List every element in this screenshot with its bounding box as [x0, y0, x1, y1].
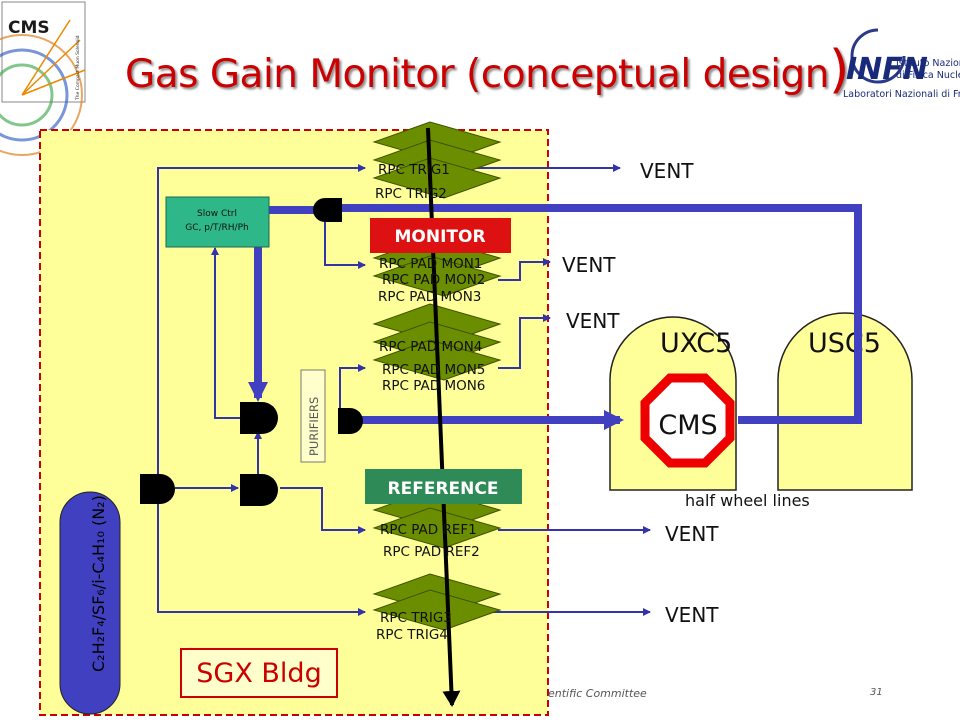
thin-gas-lines [157, 164, 651, 616]
chamber-label-trig1: RPC TRIG1 [378, 162, 450, 178]
chamber-label-mon2: RPC PAD MON2 [382, 272, 485, 288]
cms-logo: CMS The Compact Muon Solenoid [0, 1, 86, 156]
infn-logo-text: INFN [846, 52, 928, 87]
vent-label-trig-top: VENT [640, 159, 694, 183]
chamber-label-trig4: RPC TRIG4 [376, 627, 448, 643]
page-number: 31 [870, 687, 883, 698]
cms-logo-text: CMS [8, 18, 50, 38]
splitter-valve-monitor [313, 198, 342, 222]
infn-logo-line2: di Fisica Nucleare [896, 70, 960, 81]
reference-tag [365, 469, 522, 504]
chamber-label-ref2: RPC PAD REF2 [383, 544, 480, 560]
infn-logo-line1: Istituto Nazionale [896, 58, 960, 69]
chamber-label-mon5: RPC PAD MON5 [382, 362, 485, 378]
gas-mixture-label: C₂H₂F₄/SF₆/i-C₄H₁₀ (N₂) [89, 495, 108, 672]
chamber-label-mon4: RPC PAD MON4 [379, 339, 482, 355]
vent-label-ref: VENT [665, 522, 719, 546]
chamber-label-ref1: RPC PAD REF1 [380, 522, 477, 538]
chamber-label-trig2: RPC TRIG2 [375, 186, 447, 202]
infn-logo-line3: Laboratori Nazionali di Frascati [843, 89, 960, 100]
purifiers-box [300, 369, 326, 463]
uxc5-label: UXC5 [660, 328, 732, 359]
slide-title: Gas Gain Monitor (conceptual design) [125, 40, 849, 100]
mixer-valve-reference [240, 474, 278, 506]
slow-control-line2: GC, p/T/RH/Ph [185, 223, 248, 233]
chamber-label-mon6: RPC PAD MON6 [382, 378, 485, 394]
half-wheel-lines-label: half wheel lines [685, 491, 810, 510]
sgx-building-label: SGX Bldg [180, 648, 338, 698]
cms-octagon [640, 373, 735, 468]
slow-control-line1: Slow Ctrl [197, 209, 237, 219]
chamber-label-trig3: RPC TRIG3 [380, 610, 452, 626]
usc5-cavern [777, 312, 913, 491]
gas-bottle [59, 491, 121, 715]
vent-label-mon-b: VENT [566, 309, 620, 333]
reference-tag-label: REFERENCE [388, 479, 499, 499]
slide-title-main: Gas Gain Monitor (conceptual design [125, 52, 830, 97]
mixer-valve-main [140, 474, 175, 504]
cms-octagon-label: CMS [658, 410, 717, 441]
usc5-label: USC5 [808, 328, 881, 359]
chamber-label-mon1: RPC PAD MON1 [379, 256, 482, 272]
chamber-stacks [372, 121, 502, 631]
infn-logo: INFN Istituto Nazionale di Fisica Nuclea… [843, 28, 960, 100]
thick-return-pipe [335, 204, 862, 424]
splitter-valve-purifier [338, 408, 363, 434]
mixer-valve-recirculation [240, 402, 278, 434]
purifiers-label: PURIFIERS [307, 397, 321, 456]
slow-control-box [165, 196, 270, 248]
mixer-valves [140, 198, 363, 506]
slide-title-paren: ) [829, 40, 849, 100]
cms-logo-subtext: The Compact Muon Solenoid [75, 35, 81, 101]
vent-label-trig-bottom: VENT [665, 603, 719, 627]
monitor-tag-label: MONITOR [394, 227, 485, 247]
monitor-tag [370, 218, 511, 253]
vent-label-mon-a: VENT [562, 253, 616, 277]
chamber-label-mon3: RPC PAD MON3 [378, 289, 481, 305]
footer-text: entific Committee [548, 687, 647, 700]
